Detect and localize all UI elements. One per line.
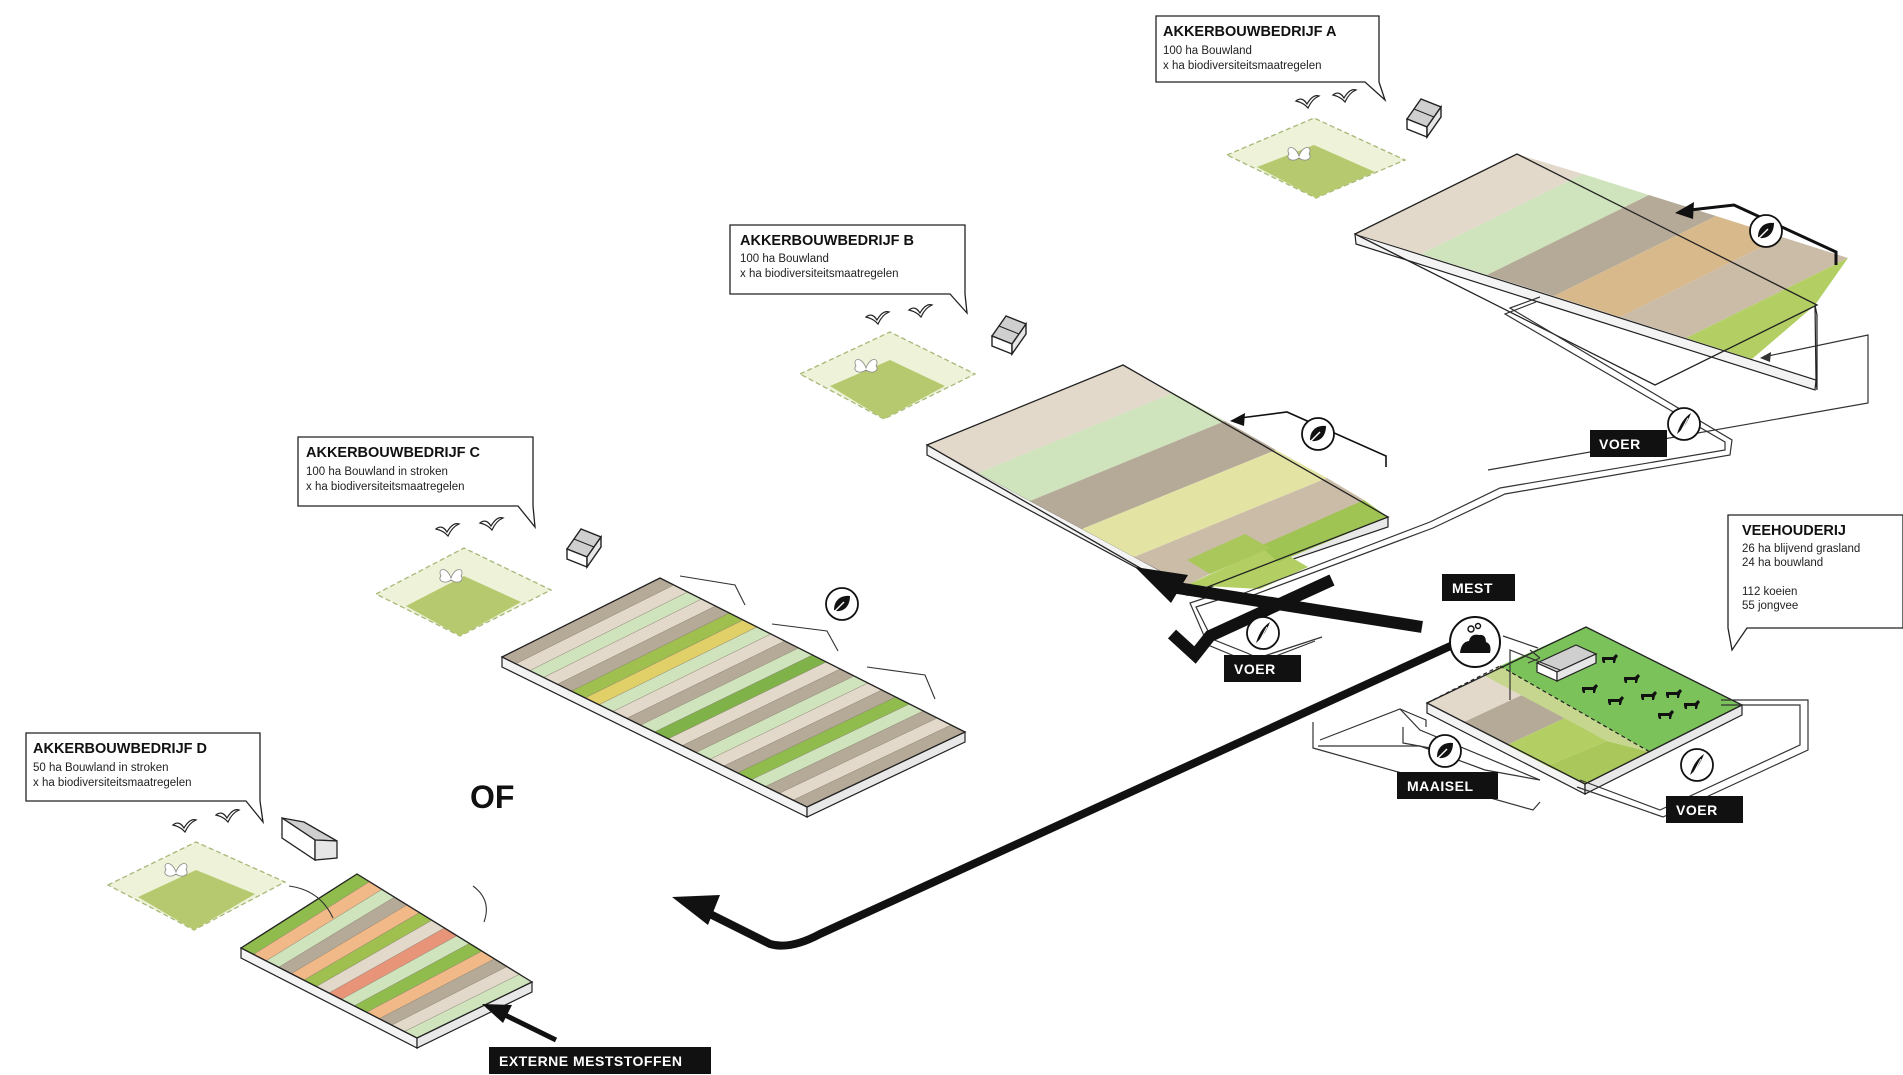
bird-icon (435, 523, 460, 537)
tag-mest-label: MEST (1452, 580, 1493, 596)
bird-icon (1295, 95, 1320, 109)
farm-a-leaf-loop (1675, 202, 1838, 265)
tag-voer-b-label: VOER (1234, 661, 1276, 677)
tag-maaisel: MAAISEL (1397, 772, 1498, 799)
farm-c: AKKERBOUWBEDRIJF C 100 ha Bouwland in st… (297, 436, 967, 818)
leaf-icon (1428, 734, 1462, 768)
veehouderij-barn (1535, 644, 1598, 682)
bird-icon (479, 517, 504, 531)
farm-b: AKKERBOUWBEDRIJF B 100 ha Bouwland x ha … (729, 224, 1390, 597)
externe-arrow (482, 1004, 558, 1043)
mest-flow (672, 567, 1501, 950)
farm-b-line2: x ha biodiversiteitsmaatregelen (740, 268, 899, 280)
farm-a-line2: x ha biodiversiteitsmaatregelen (1163, 60, 1322, 72)
veehouderij-line4: 55 jongvee (1742, 600, 1798, 612)
bird-icon (1332, 89, 1357, 103)
farm-d-rotation-arrows (288, 885, 487, 923)
tag-externe-label: EXTERNE MESTSTOFFEN (499, 1053, 682, 1069)
tag-voer-a: VOER (1590, 430, 1667, 457)
tag-voer-b: VOER (1224, 655, 1301, 682)
tag-voer-vee: VOER (1666, 796, 1743, 823)
barn-icon (991, 315, 1027, 355)
manure-icon (1449, 616, 1501, 668)
tag-mest: MEST (1442, 574, 1515, 601)
veehouderij: VEEHOUDERIJ 26 ha blijvend grasland 24 h… (1425, 514, 1903, 795)
farm-b-title: AKKERBOUWBEDRIJF B (740, 233, 914, 249)
voer-arrow-to-a (1487, 334, 1869, 471)
bird-icon (865, 311, 890, 325)
farm-c-line1: 100 ha Bouwland in stroken (306, 466, 448, 478)
bird-icon (908, 304, 933, 318)
farm-c-title: AKKERBOUWBEDRIJF C (306, 445, 481, 461)
barn-icon (566, 528, 602, 568)
tag-voer-a-label: VOER (1599, 436, 1641, 452)
farm-d-title: AKKERBOUWBEDRIJF D (33, 741, 207, 757)
veehouderij-info-box: VEEHOUDERIJ 26 ha blijvend grasland 24 h… (1727, 514, 1903, 652)
barn-icon (1406, 98, 1442, 138)
farm-b-leaf-loop (1230, 411, 1387, 467)
corn-icon (1246, 616, 1280, 650)
leaf-icon (825, 587, 859, 621)
leaf-icon (1749, 214, 1783, 248)
farm-b-biodiversity-plot (798, 331, 977, 420)
farm-b-info-box: AKKERBOUWBEDRIJF B 100 ha Bouwland x ha … (729, 224, 968, 315)
veehouderij-line1: 26 ha blijvend grasland (1742, 543, 1860, 555)
farm-d-info-box: AKKERBOUWBEDRIJF D 50 ha Bouwland in str… (25, 732, 264, 825)
veehouderij-title: VEEHOUDERIJ (1742, 523, 1846, 539)
farm-d-biodiversity-plot (106, 841, 287, 931)
farm-c-strip-fields (500, 577, 967, 818)
veehouderij-line3: 112 koeien (1742, 586, 1797, 598)
corn-icon (1680, 748, 1714, 782)
tag-voer-vee-label: VOER (1676, 802, 1718, 818)
farm-a: AKKERBOUWBEDRIJF A 100 ha Bouwland x ha … (1155, 15, 1848, 391)
farm-a-title: AKKERBOUWBEDRIJF A (1163, 24, 1337, 40)
farm-d-barn (281, 816, 338, 862)
farm-c-biodiversity-plot (374, 547, 553, 637)
veehouderij-line2: 24 ha bouwland (1742, 557, 1823, 569)
farm-c-rotation-arrows (679, 575, 936, 700)
or-label: OF (470, 779, 514, 815)
farm-d: AKKERBOUWBEDRIJF D 50 ha Bouwland in str… (25, 732, 534, 1049)
farm-b-fields (925, 364, 1390, 597)
bird-icon (215, 809, 240, 823)
corn-icon (1667, 407, 1701, 441)
bird-icon (172, 819, 197, 833)
farm-d-line1: 50 ha Bouwland in stroken (33, 762, 169, 774)
farm-b-line1: 100 ha Bouwland (740, 253, 829, 265)
tag-maaisel-label: MAAISEL (1407, 778, 1474, 794)
farm-a-biodiversity-plot (1225, 117, 1407, 199)
farm-a-line1: 100 ha Bouwland (1163, 45, 1252, 57)
farm-d-strip-fields (239, 873, 534, 1049)
farm-c-info-box: AKKERBOUWBEDRIJF C 100 ha Bouwland in st… (297, 436, 536, 530)
farm-a-info-box: AKKERBOUWBEDRIJF A 100 ha Bouwland x ha … (1155, 15, 1387, 103)
leaf-icon (1301, 417, 1335, 451)
tag-externe-meststoffen: EXTERNE MESTSTOFFEN (489, 1047, 711, 1074)
farm-c-line2: x ha biodiversiteitsmaatregelen (306, 481, 465, 493)
farm-d-line2: x ha biodiversiteitsmaatregelen (33, 777, 192, 789)
